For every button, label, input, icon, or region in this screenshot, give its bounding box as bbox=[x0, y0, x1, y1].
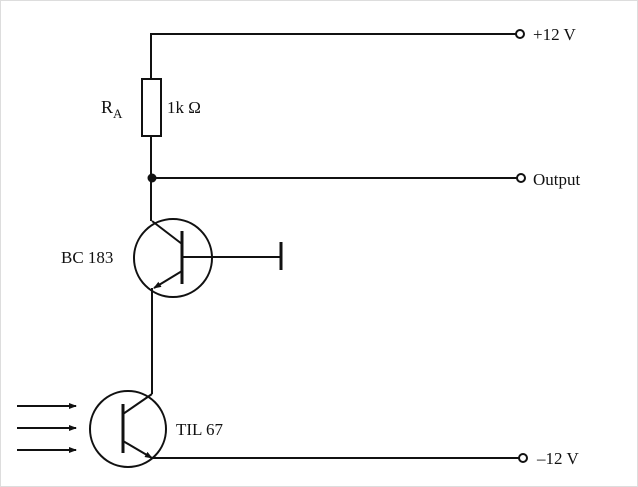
output-terminal bbox=[516, 173, 526, 183]
positive-supply-label: +12 V bbox=[533, 25, 577, 44]
bc183-label: BC 183 bbox=[61, 248, 113, 267]
negative-terminal bbox=[518, 453, 528, 463]
resistor-ra bbox=[141, 78, 162, 137]
negative-supply-label: –12 V bbox=[536, 449, 579, 468]
positive-terminal bbox=[515, 29, 525, 39]
phototransistor-til67 bbox=[89, 390, 167, 468]
light-arrows-icon bbox=[17, 403, 77, 453]
positive-rail-wire bbox=[150, 33, 516, 79]
transistor-bc183 bbox=[133, 218, 283, 298]
resistor-value-label: 1k Ω bbox=[167, 98, 201, 117]
til67-label: TIL 67 bbox=[176, 420, 224, 439]
output-label: Output bbox=[533, 170, 581, 189]
resistor-name-label: RA bbox=[101, 97, 123, 121]
